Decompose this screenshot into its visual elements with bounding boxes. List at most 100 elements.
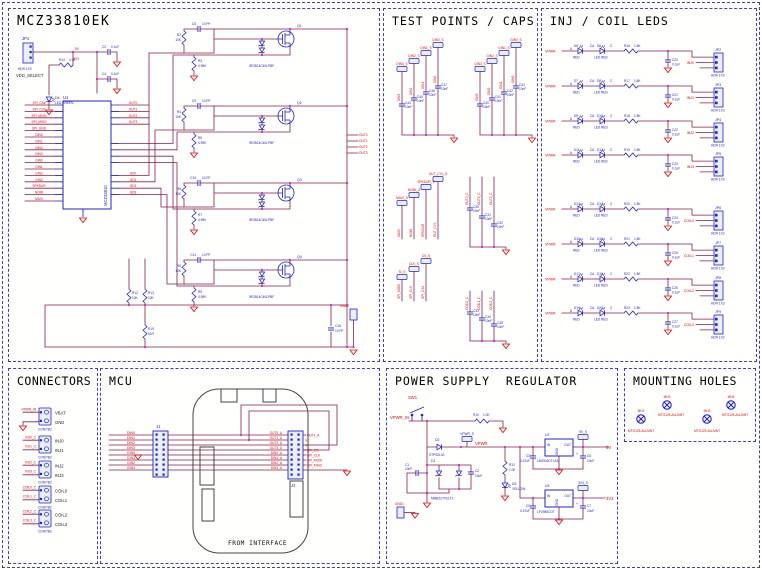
mounting-hole: MH3 MTG125-ALLMNT [694,409,720,433]
svg-text:R19: R19 [624,148,630,152]
svg-text:10nF: 10nF [429,93,436,97]
svg-text:GIN1: GIN1 [127,456,135,460]
svg-text:DIN0_A: DIN0_A [271,451,283,455]
svg-text:COIL2_C: COIL2_C [23,510,37,514]
svg-text:GIN2: GIN2 [487,87,491,95]
svg-text:C44: C44 [405,101,411,105]
svg-text:R12: R12 [509,463,515,467]
svg-text:GD1: GD1 [130,178,137,182]
mounting-holes-schematic: MH1 MTG125-ALLMNT MH2 MTG125-ALLMNT MH3 … [628,395,748,433]
svg-text:INJ2: INJ2 [55,464,64,469]
board-outline: FROM INTERFACE [192,388,309,554]
svg-text:A: A [570,82,573,86]
svg-text:C47: C47 [441,83,447,87]
svg-text:C: C [610,44,613,48]
svg-text:OUT_CYL_S: OUT_CYL_S [429,172,448,176]
svg-text:0.47uF: 0.47uF [520,459,530,463]
svg-text:LED RED: LED RED [594,56,609,60]
svg-text:DIN1: DIN1 [127,436,135,440]
test-points-schematic: DIN0_S DIN1_S DIN2_S DIN3_S DIN0 DIN1 DI… [396,38,536,350]
svg-text:10 PF: 10 PF [202,253,211,257]
d2-diode: D2 STPS2L30 [429,438,445,457]
svg-text:SPI_CS#: SPI_CS# [421,286,425,299]
svg-text:10uF: 10uF [587,509,594,513]
svg-text:LED RED: LED RED [594,214,609,218]
svg-text:C43: C43 [519,83,525,87]
svg-text:OUT2: OUT2 [359,145,368,149]
svg-text:CON/TB2: CON/TB2 [38,456,52,460]
svg-text:COIL3: COIL3 [55,522,68,527]
svg-text:VPWR_S: VPWR_S [460,432,473,436]
svg-text:10nF: 10nF [507,93,514,97]
svg-text:COIL1_C: COIL1_C [477,296,481,310]
svg-text:MH3: MH3 [704,409,711,413]
svg-text:NOMI: NOMI [35,191,43,195]
svg-text:COIL2: COIL2 [684,289,694,293]
svg-text:1.8K: 1.8K [634,202,641,206]
igbt-driver-block: R2 10K C8 10 PF R3 4.99K Q1 IRGB14C40LPB… [175,22,348,81]
svg-text:VBAT: VBAT [55,411,66,416]
svg-text:GD0: GD0 [130,171,137,175]
svg-text:SPI_MOSI: SPI_MOSI [397,284,401,299]
svg-text:DIN2: DIN2 [127,441,135,445]
svg-text:R18: R18 [624,114,630,118]
svg-text:Q1: Q1 [297,24,302,28]
terminal-block: COIL0_C COIL1_C COIL0 COIL1 CON/TB2 [22,485,68,510]
svg-text:10nF: 10nF [417,99,424,103]
svg-text:1.8K: 1.8K [634,306,641,310]
svg-text:CON/TB2: CON/TB2 [38,481,52,485]
svg-text:COIL3_C: COIL3_C [23,519,37,523]
gnd2-label: GND2 [340,304,349,308]
svg-text:4.99K: 4.99K [198,141,207,145]
svg-text:A: A [570,309,573,313]
svg-text:IRGB14C40LPBF: IRGB14C40LPBF [249,141,274,145]
svg-text:MTG125-ALLMNT: MTG125-ALLMNT [722,413,748,417]
svg-text:GIN0_S: GIN0_S [510,38,521,42]
svg-text:LP2985COT: LP2985COT [537,510,555,514]
svg-text:COIL0_C: COIL0_C [465,296,469,310]
svg-text:IRGB14C40LPBF: IRGB14C40LPBF [249,295,274,299]
svg-text:10nF: 10nF [441,87,448,91]
svg-text:C: C [610,148,613,152]
svg-text:GIN2_S: GIN2_S [486,54,497,58]
svg-text:DIN2_A: DIN2_A [271,461,283,465]
svg-text:10K: 10K [175,192,182,196]
svg-text:LED RED: LED RED [594,284,609,288]
svg-text:SPI_MISO: SPI_MISO [307,464,323,468]
svg-text:IRGB14C40LPBF: IRGB14C40LPBF [249,218,274,222]
panel-title: CONNECTORS [17,374,92,388]
terminal-block: COIL2_C COIL3_C COIL2 COIL3 CON/TB2 [22,509,68,534]
panel-title: MOUNTING HOLES [633,374,737,388]
svg-text:C3: C3 [526,454,530,458]
svg-text:IN: IN [547,443,551,447]
svg-text:3V3_S: 3V3_S [578,481,588,485]
svg-text:SPI_CS#: SPI_CS# [32,101,45,105]
svg-text:OUT2_A: OUT2_A [270,441,283,445]
svg-text:LED RED: LED RED [594,126,609,130]
svg-text:NC: NC [305,444,310,448]
svg-text:C7: C7 [587,504,591,508]
svg-text:VPWR: VPWR [545,120,556,124]
svg-text:C34: C34 [485,315,491,319]
ref-label: C2 [102,45,106,49]
svg-text:DIN0_S: DIN0_S [432,38,443,42]
svg-text:HDR 1X3: HDR 1X3 [711,144,725,148]
svg-text:NC: NC [305,439,310,443]
svg-text:C10: C10 [190,176,196,180]
testpoint-cluster: GIN0_S GIN1_S GIN2_S GIN3_S GIN0 GIN1 GI… [474,38,536,144]
svg-text:C: C [610,237,613,241]
svg-text:JP8: JP8 [715,276,721,280]
svg-text:MTG125-ALLMNT: MTG125-ALLMNT [694,429,720,433]
svg-text:C35: C35 [497,321,503,325]
panel-title: INJ / COIL LEDS [550,14,669,28]
svg-text:C33: C33 [473,309,479,313]
panel-title: POWER SUPPLY REGULATOR [395,374,578,388]
svg-text:CON/TB2: CON/TB2 [38,506,52,510]
ref-label: R14 [59,58,65,62]
svg-text:DIN3: DIN3 [397,94,401,101]
